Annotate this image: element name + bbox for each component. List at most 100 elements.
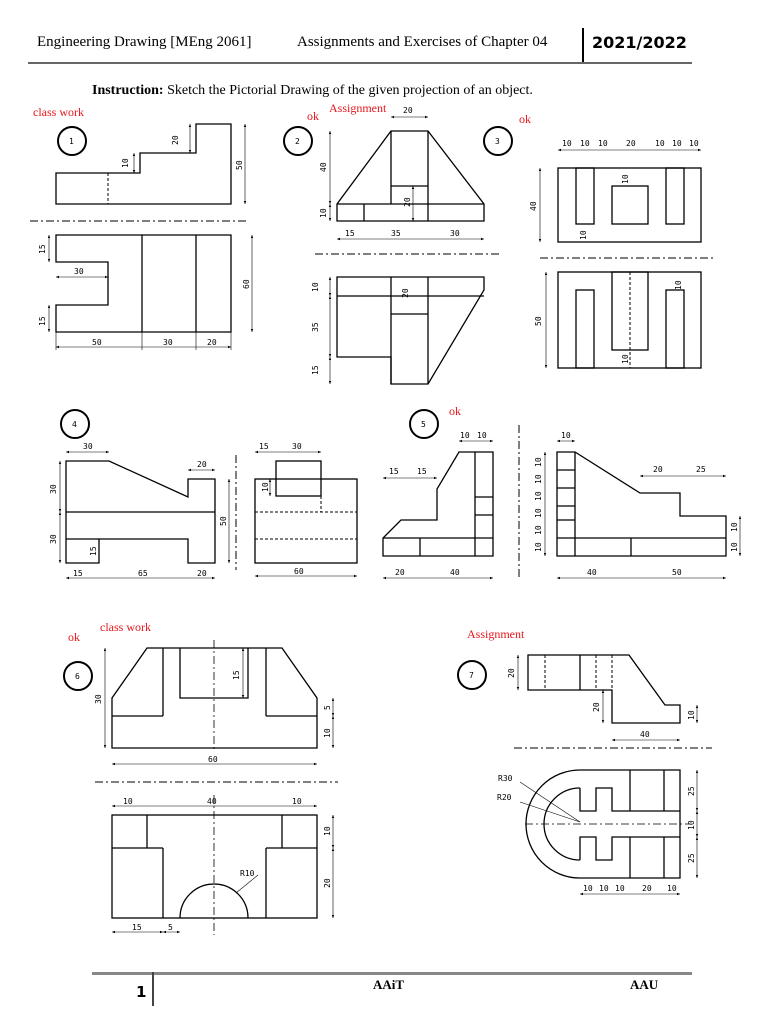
note-ok-6: ok (68, 630, 80, 644)
header-divider (582, 28, 584, 64)
note-ok-2: ok (307, 109, 319, 123)
problem-5-number: 5 (421, 420, 426, 429)
p5-dim-rb50: 50 (672, 568, 682, 577)
p1-dim-20b: 20 (207, 338, 217, 347)
p3-dim-v10d: 10 (674, 280, 683, 290)
p1-dim-30b: 30 (163, 338, 173, 347)
p4-dim-v30a: 30 (49, 484, 58, 494)
p1-front-view (55, 123, 232, 205)
p6-dim-s10: 10 (323, 826, 332, 836)
problem-2-number: 2 (295, 137, 300, 146)
header-rule (28, 62, 692, 64)
p3-dim-f: 10 (672, 139, 682, 148)
p7-dim-b1: 10 (583, 884, 593, 893)
p3-dim-c: 10 (598, 139, 608, 148)
p7-dim-r30: R30 (498, 774, 513, 783)
p6-dim-v15: 15 (232, 670, 241, 680)
footer-aait: AAiT (373, 977, 405, 992)
problem-4-number: 4 (72, 420, 77, 429)
p7-dim-r20: R20 (497, 793, 512, 802)
p1-top-view (55, 234, 232, 333)
p1-dim-15a: 15 (38, 244, 47, 254)
problem-1: 1 20 10 50 15 30 60 15 50 30 (30, 123, 254, 350)
p5-dim-rb40: 40 (587, 568, 597, 577)
footer-page-number: 1 (136, 983, 147, 1001)
p5-dim-t10a: 10 (460, 431, 470, 440)
p6-dim-t40: 40 (207, 797, 217, 806)
p1-dim-50v: 50 (235, 160, 244, 170)
p2-dim-30: 30 (450, 229, 460, 238)
problem-3-number: 3 (495, 137, 500, 146)
p4-dim-v15: 15 (89, 546, 98, 556)
note-ok-3: ok (519, 112, 531, 126)
p5-dim-t15b: 15 (417, 467, 427, 476)
p7-dim-v25b: 25 (687, 853, 696, 863)
header-chapter: Assignments and Exercises of Chapter 04 (297, 34, 548, 50)
p4-dim-b20: 20 (197, 569, 207, 578)
footer-aau: AAU (630, 977, 659, 992)
note-class-work-1: class work (33, 105, 84, 119)
problem-6-number: 6 (75, 672, 80, 681)
note-ok-5: ok (449, 404, 461, 418)
instruction: Instruction: Sketch the Pictorial Drawin… (92, 83, 533, 99)
header-year: 2021/2022 (592, 33, 687, 52)
p4-dim-v30b: 30 (49, 534, 58, 544)
p5-dim-b40: 40 (450, 568, 460, 577)
p6-top-view (111, 814, 318, 919)
p6-dim-v5: 5 (323, 705, 332, 710)
note-class-work-6: class work (100, 620, 151, 634)
problem-2: 2 20 40 20 10 15 35 30 10 20 (283, 106, 500, 385)
p7-dim-v20: 20 (507, 668, 516, 678)
p1-dim-50: 50 (92, 338, 102, 347)
p4-side-view (254, 478, 358, 564)
p3-dim-b: 10 (580, 139, 590, 148)
p7-top-view (525, 769, 681, 879)
p2-dim-t15: 15 (311, 365, 320, 375)
p6-dim-t10b: 10 (292, 797, 302, 806)
footer-rule (92, 972, 692, 975)
p4-dim-b65: 65 (138, 569, 148, 578)
p3-dim-v10a: 10 (621, 174, 630, 184)
p1-dim-30: 30 (74, 267, 84, 276)
p6-front-view (111, 647, 318, 749)
p2-dim-15: 15 (345, 229, 355, 238)
p5-dim-v10-2: 10 (534, 474, 543, 484)
p7-dim-v10: 10 (687, 710, 696, 720)
p2-dim-t20: 20 (401, 288, 410, 298)
p4-front-view (65, 460, 216, 564)
p4-dim-s10: 10 (261, 482, 270, 492)
p7-dim-b2: 10 (599, 884, 609, 893)
p7-dim-v25a: 25 (687, 786, 696, 796)
p1-dim-15b: 15 (38, 316, 47, 326)
p4-dim-b15: 15 (73, 569, 83, 578)
problem-1-circle (57, 126, 87, 156)
p4-dim-s50: 50 (219, 516, 228, 526)
p5-dim-r25: 25 (696, 465, 706, 474)
p5-dim-v10-4: 10 (534, 508, 543, 518)
problem-3: 3 10 10 10 20 10 10 10 40 10 10 50 10 10 (483, 126, 716, 369)
problem-1-number: 1 (69, 137, 74, 146)
p3-front-view (557, 167, 702, 243)
p7-dim-v20b: 20 (592, 702, 601, 712)
p6-dim-r10: R10 (240, 869, 255, 878)
p5-dim-v10-5: 10 (534, 525, 543, 535)
p7-dim-b5: 10 (667, 884, 677, 893)
note-assignment-2: Assignment (329, 101, 387, 115)
p1-dim-20: 20 (171, 135, 180, 145)
p7-dim-v10b: 10 (687, 820, 696, 830)
p5-dim-r10: 10 (561, 431, 571, 440)
problem-5: 5 10 10 15 15 20 40 10 (382, 409, 742, 580)
p5-dim-t15a: 15 (389, 467, 399, 476)
p1-dim-10: 10 (121, 158, 130, 168)
p2-top-view (336, 276, 485, 385)
p5-dim-t10b: 10 (477, 431, 487, 440)
p3-dim-d: 20 (626, 139, 636, 148)
p5-dim-v10-1: 10 (534, 457, 543, 467)
p5-front-view (382, 451, 494, 557)
p4-dim-t30: 30 (83, 442, 93, 451)
p2-dim-t35: 35 (311, 322, 320, 332)
p2-dim-20m: 20 (403, 197, 412, 207)
p7-dim-b40: 40 (640, 730, 650, 739)
p6-dim-b15: 15 (132, 923, 142, 932)
